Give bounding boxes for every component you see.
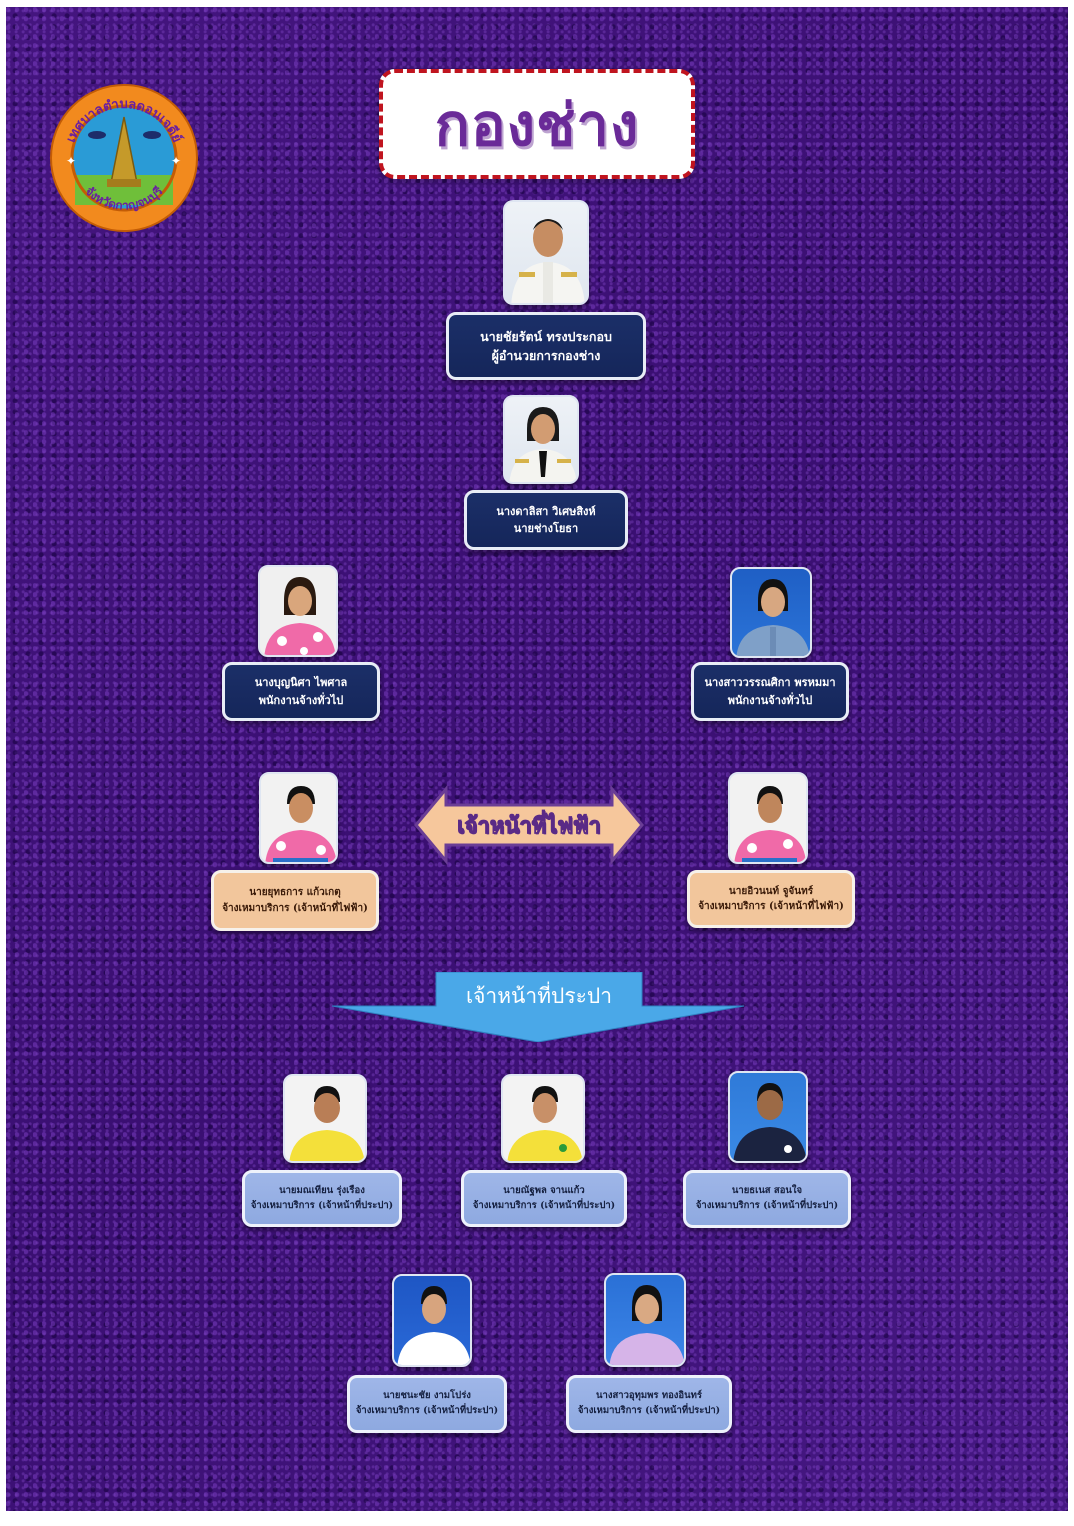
water-staff-4-photo xyxy=(392,1274,472,1367)
water-staff-4-card: นายชนะชัย งามโปร่ง จ้างเหมาบริการ (เจ้าห… xyxy=(347,1375,507,1433)
director-photo xyxy=(503,200,589,305)
engineer-name: นางดาลิสา วิเศษสิงห์ xyxy=(496,504,596,518)
water-staff-2-card: นายณัฐพล จานแก้ว จ้างเหมาบริการ (เจ้าหน้… xyxy=(461,1170,627,1227)
svg-text:✦: ✦ xyxy=(171,154,181,168)
page-title: กองช่าง xyxy=(434,90,640,159)
electric-right-card: นายอิวนนท์ จูจันทร์ จ้างเหมาบริการ (เจ้า… xyxy=(687,870,855,928)
engineer-position: นายช่างโยธา xyxy=(513,522,579,535)
water-staff-1-card: นายมณเทียน รุ่งเรือง จ้างเหมาบริการ (เจ้… xyxy=(242,1170,402,1227)
director-name: นายชัยรัตน์ ทรงประกอบ xyxy=(480,328,612,344)
director-card: นายชัยรัตน์ ทรงประกอบ ผู้อำนวยการกองช่าง xyxy=(446,312,646,380)
electric-left-card: นายยุทธการ แก้วเกตุ จ้างเหมาบริการ (เจ้า… xyxy=(211,870,379,931)
water-staff-5-photo xyxy=(604,1273,686,1367)
water-staff-3-position: จ้างเหมาบริการ (เจ้าหน้าที่ประปา) xyxy=(695,1200,839,1211)
staff-left-name: นางบุญนิศา ไพศาล xyxy=(254,676,348,690)
staff-left-card: นางบุญนิศา ไพศาล พนักงานจ้างทั่วไป xyxy=(222,662,380,721)
water-banner-label: เจ้าหน้าที่ประปา xyxy=(465,983,613,1008)
water-staff-5-name: นางสาวอุทุมพร ทองอินทร์ xyxy=(595,1390,702,1402)
staff-left-photo xyxy=(258,565,338,657)
electric-right-name: นายอิวนนท์ จูจันทร์ xyxy=(728,885,814,897)
municipality-logo: เทศบาลตำบลดอนเจดีย์ จังหวัดกาญจนบุรี ✦ ✦ xyxy=(49,83,199,233)
water-staff-2-position: จ้างเหมาบริการ (เจ้าหน้าที่ประปา) xyxy=(472,1199,616,1211)
title-box: กองช่าง xyxy=(379,69,695,179)
electric-left-name: นายยุทธการ แก้วเกตุ xyxy=(249,887,341,898)
director-position: ผู้อำนวยการกองช่าง xyxy=(491,348,601,363)
water-staff-1-name: นายมณเทียน รุ่งเรือง xyxy=(279,1184,365,1196)
electric-right-photo xyxy=(728,772,808,864)
electric-banner: เจ้าหน้าที่ไฟฟ้า xyxy=(414,785,644,865)
double-arrow-icon xyxy=(414,785,644,865)
water-staff-5-card: นางสาวอุทุมพร ทองอินทร์ จ้างเหมาบริการ (… xyxy=(566,1375,732,1433)
staff-right-name: นางสาววรรณศิกา พรหมมา xyxy=(704,676,836,690)
staff-right-card: นางสาววรรณศิกา พรหมมา พนักงานจ้างทั่วไป xyxy=(691,662,849,721)
water-staff-1-photo xyxy=(283,1074,367,1163)
water-banner: เจ้าหน้าที่ประปา xyxy=(332,972,744,1042)
org-chart-page: เทศบาลตำบลดอนเจดีย์ จังหวัดกาญจนบุรี ✦ ✦… xyxy=(6,7,1068,1511)
electric-banner-label: เจ้าหน้าที่ไฟฟ้า xyxy=(457,813,602,839)
electric-left-position: จ้างเหมาบริการ (เจ้าหน้าที่ไฟฟ้า) xyxy=(222,902,368,914)
staff-left-position: พนักงานจ้างทั่วไป xyxy=(258,693,344,707)
engineer-photo xyxy=(503,395,579,484)
water-staff-2-name: นายณัฐพล จานแก้ว xyxy=(503,1184,585,1196)
water-staff-2-photo xyxy=(501,1074,585,1163)
water-staff-5-position: จ้างเหมาบริการ (เจ้าหน้าที่ประปา) xyxy=(577,1405,721,1416)
water-staff-3-photo xyxy=(728,1071,808,1163)
chedi-emblem-icon: เทศบาลตำบลดอนเจดีย์ จังหวัดกาญจนบุรี ✦ ✦ xyxy=(50,84,198,232)
staff-right-position: พนักงานจ้างทั่วไป xyxy=(727,693,813,707)
water-staff-3-card: นายธเนส สอนใจ จ้างเหมาบริการ (เจ้าหน้าที… xyxy=(683,1170,851,1228)
electric-left-photo xyxy=(259,772,338,864)
electric-right-position: จ้างเหมาบริการ (เจ้าหน้าที่ไฟฟ้า) xyxy=(698,901,844,912)
engineer-card: นางดาลิสา วิเศษสิงห์ นายช่างโยธา xyxy=(464,490,628,550)
water-staff-3-name: นายธเนส สอนใจ xyxy=(731,1185,803,1197)
down-arrow-icon xyxy=(332,972,744,1042)
water-staff-4-position: จ้างเหมาบริการ (เจ้าหน้าที่ประปา) xyxy=(355,1405,499,1416)
staff-right-photo xyxy=(730,567,812,658)
water-staff-1-position: จ้างเหมาบริการ (เจ้าหน้าที่ประปา) xyxy=(250,1199,394,1211)
water-staff-4-name: นายชนะชัย งามโปร่ง xyxy=(383,1390,471,1402)
svg-text:✦: ✦ xyxy=(66,154,76,168)
